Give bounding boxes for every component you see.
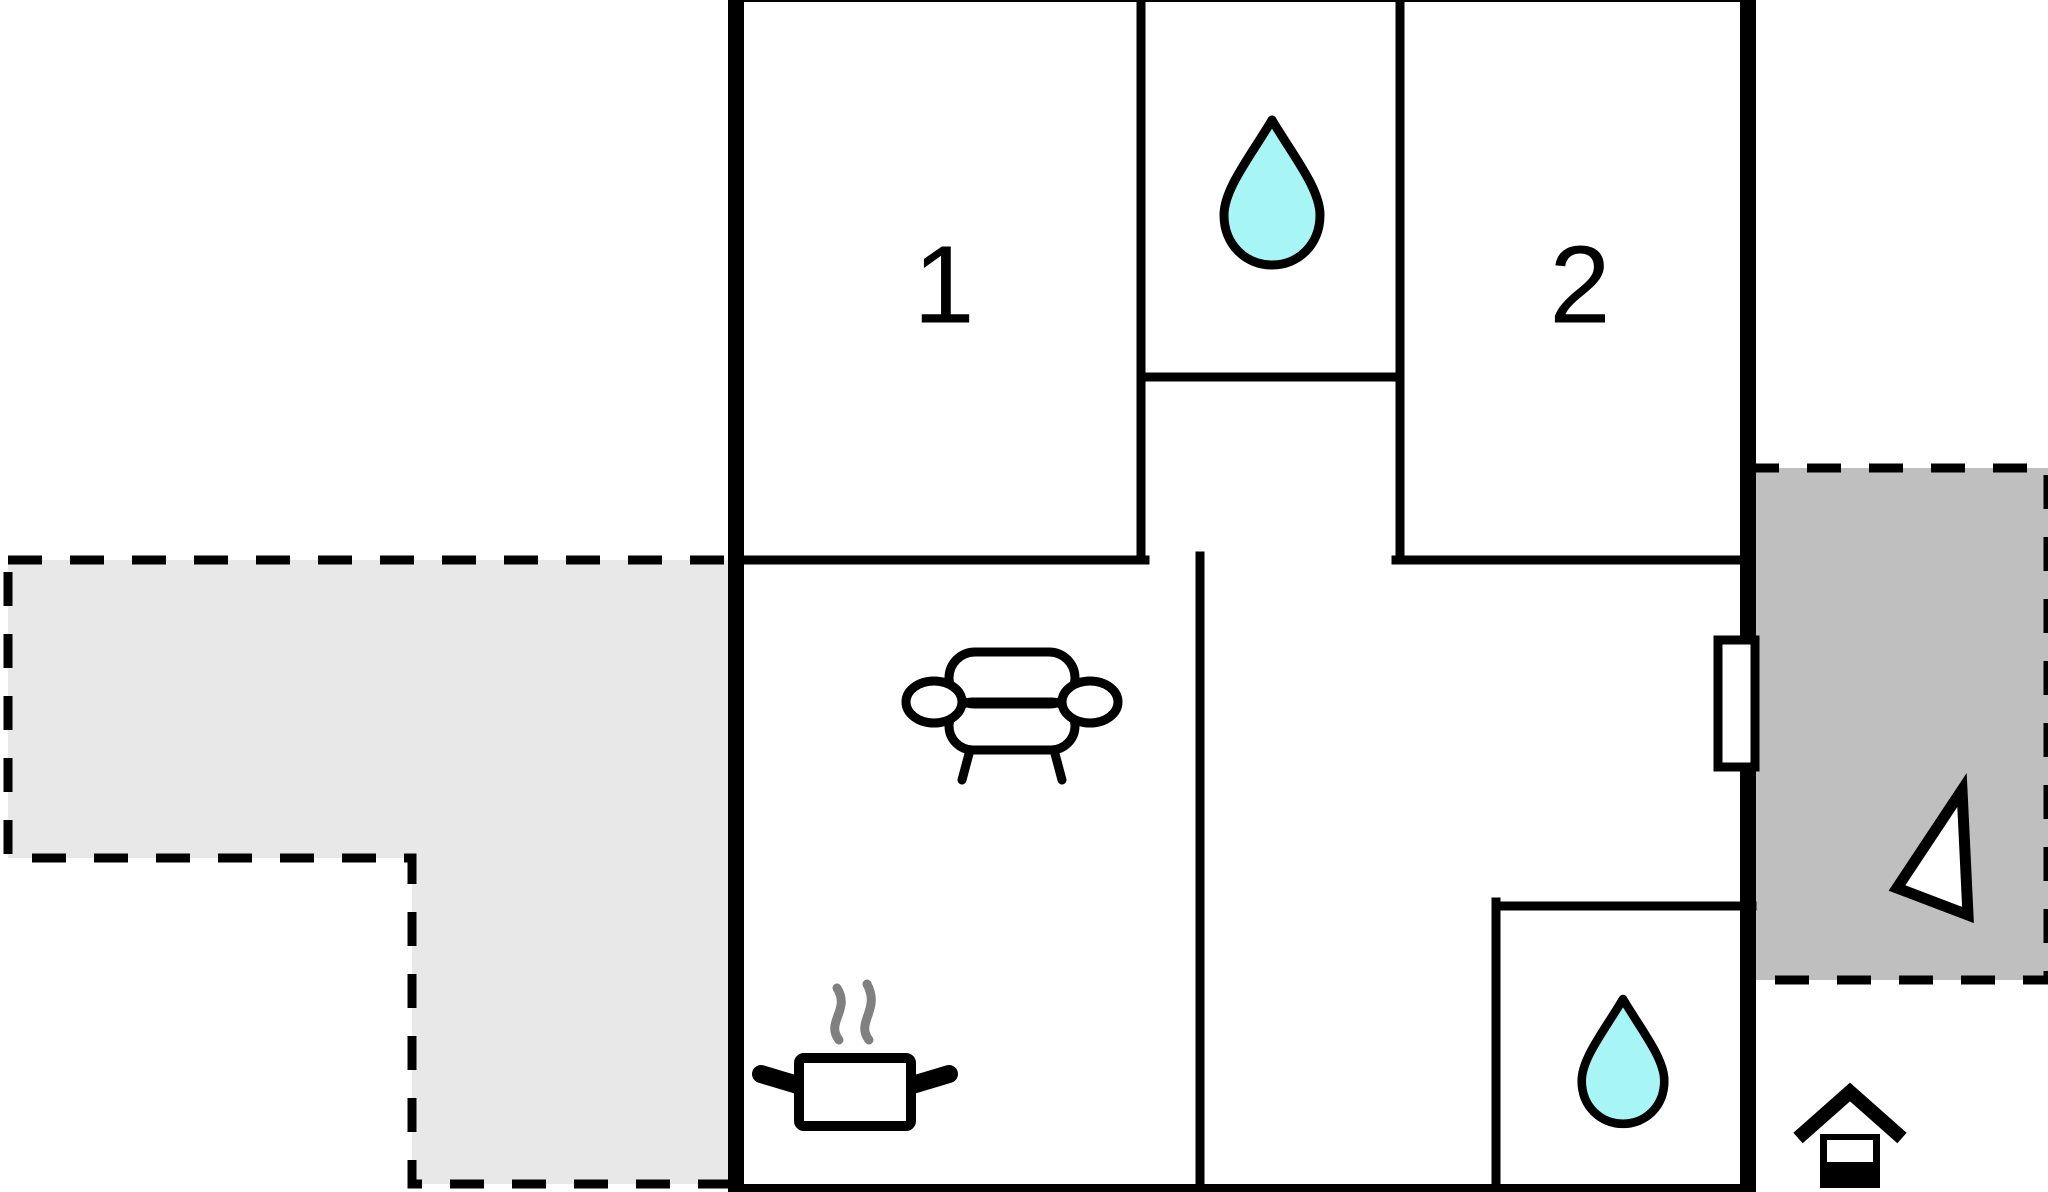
sofa-seat [944, 697, 1080, 755]
pot-body [794, 1053, 916, 1131]
water-drop-icon [1577, 994, 1669, 1129]
room-number-1: 1 [913, 224, 974, 347]
house-icon [1793, 1082, 1907, 1188]
water-drop-shape [1219, 115, 1325, 270]
sofa-icon [901, 647, 1123, 785]
house-window [1827, 1140, 1873, 1162]
interior-walls [735, 0, 1757, 1192]
terrace-west-area [3, 555, 745, 1189]
water-drop-icon [1219, 115, 1325, 270]
terrace-east-area [1740, 463, 2048, 985]
sail-triangle-icon [1888, 772, 1974, 924]
sofa-arm-left [901, 676, 967, 728]
door-leaf[interactable] [1713, 635, 1760, 772]
terrace-west-outline [3, 555, 745, 1189]
door-opening-icon[interactable] [1713, 635, 1760, 772]
terrace-east-outline [1740, 463, 2048, 985]
water-drop-shape [1577, 994, 1669, 1129]
cooking-pot-icon [752, 979, 958, 1131]
pot-steam-left [830, 983, 846, 1045]
sofa-leg-right [1049, 745, 1067, 785]
pot-steam-right [860, 979, 876, 1045]
sofa-arm-right [1057, 676, 1123, 728]
sail-shape [1888, 772, 1974, 924]
house-roof [1793, 1082, 1907, 1144]
room-number-2: 2 [1549, 224, 1610, 347]
sofa-leg-left [957, 745, 975, 785]
